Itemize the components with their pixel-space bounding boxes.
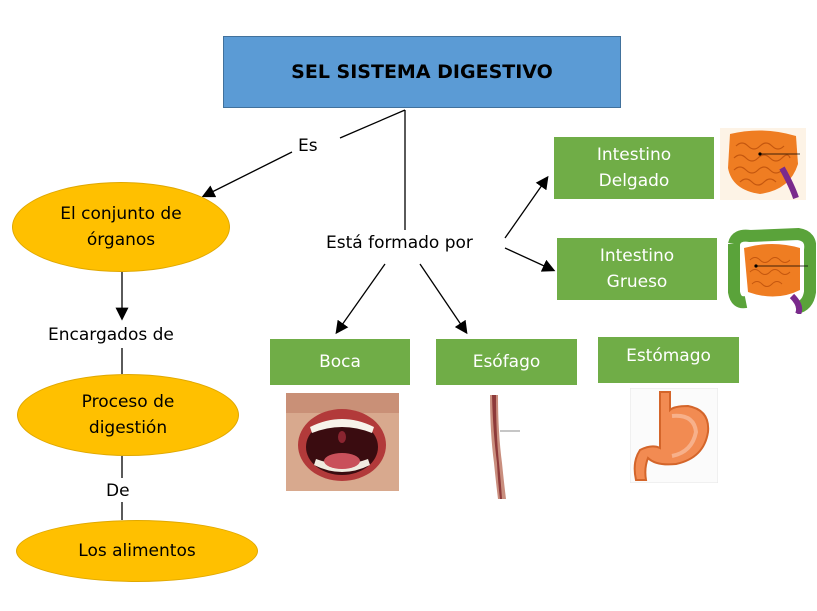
small-intestine-image [720, 128, 806, 200]
oval-alimentos-text: Los alimentos [78, 541, 196, 561]
oval-conjunto-text: El conjunto de órganos [60, 204, 182, 250]
box-boca: Boca [270, 339, 410, 385]
box-estomago: Estómago [598, 337, 739, 383]
arrow-formado-to-grueso [504, 247, 556, 272]
oval-proceso-text: Proceso de digestión [81, 392, 175, 438]
label-de: De [106, 481, 130, 501]
box-intestino-delgado: Intestino Delgado [554, 137, 714, 199]
intestino-delgado-text: Intestino Delgado [596, 145, 672, 191]
label-es: Es [298, 136, 318, 156]
arrow-es-to-conjunto [201, 151, 293, 198]
oval-conjunto-organos: El conjunto de órganos [12, 182, 230, 272]
box-intestino-grueso: Intestino Grueso [557, 238, 717, 300]
arrow-formado-to-delgado [504, 175, 549, 239]
arrow-formado-to-esofago [419, 263, 468, 335]
arrow-formado-to-boca [335, 263, 386, 335]
mouth-image [286, 393, 399, 491]
boca-text: Boca [319, 352, 361, 372]
label-formado-por: Está formado por [326, 233, 473, 253]
oval-proceso-digestion: Proceso de digestión [17, 374, 239, 456]
oval-alimentos: Los alimentos [16, 520, 258, 582]
box-esofago: Esófago [436, 339, 577, 385]
label-encargados-de: Encargados de [48, 325, 174, 345]
diagram-title: SEL SISTEMA DIGESTIVO [223, 36, 621, 108]
esophagus-image [480, 393, 528, 501]
stomach-image [630, 388, 718, 483]
line-title-to-es [339, 109, 406, 139]
esofago-text: Esófago [472, 352, 541, 372]
large-intestine-image [726, 226, 816, 314]
estomago-text: Estómago [626, 346, 711, 366]
intestino-grueso-text: Intestino Grueso [599, 246, 675, 292]
